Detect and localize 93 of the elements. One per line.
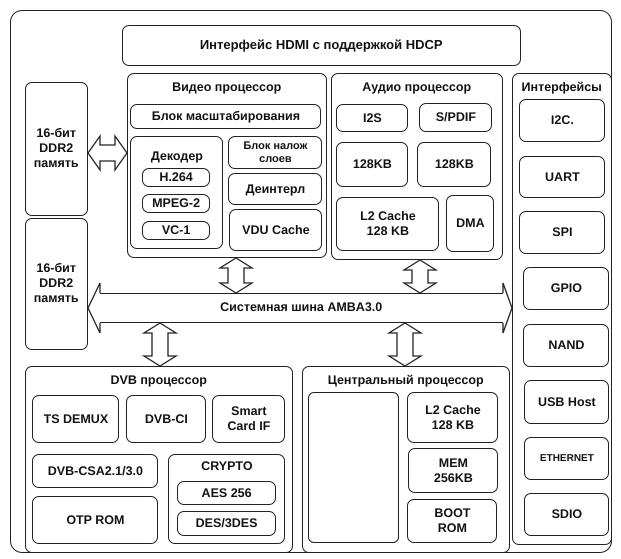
module-box [519,156,606,198]
empty-box [308,392,400,544]
module-label: MEM 256KB [432,456,474,486]
module-box [446,195,494,252]
module-box [524,380,610,424]
bus-label: Системная шина AMBA3.0 [220,300,382,316]
module-box [32,454,158,488]
module-label: DMA [456,216,485,232]
block-title: Центральный процессор [326,372,485,388]
module-box [212,395,286,444]
bus-arrow [502,282,513,334]
module-label: DVB-CI [144,412,188,427]
module-box [407,392,498,444]
module-label: GPIO [550,281,582,296]
module-label: L2 Cache 128 KB [359,209,417,240]
module-label: Деинтерл [246,182,306,197]
group-box [302,366,510,553]
block-arrow [218,257,254,294]
module-box [336,142,408,188]
module-label: 16-бит DDR2 память [32,261,80,306]
block-title: Видео процессор [171,80,282,95]
module-label: BOOT ROM [433,506,472,536]
module-label: VC-1 [162,223,190,238]
group-box [130,136,224,250]
group-box [168,454,286,544]
block-arrow [142,322,178,367]
module-label: TS DEMUX [44,412,108,427]
module-label: VDU Cache [242,222,310,238]
module-label: MPEG-2 [152,196,200,212]
module-label: Smart Card IF [226,404,272,434]
module-box [126,395,206,444]
module-box [32,395,120,444]
group-box [512,72,612,545]
group-box [330,72,503,260]
module-box [524,493,610,536]
module-box [519,211,606,254]
module-box [408,448,498,494]
block-title: DVB процессор [110,372,208,388]
module-box [142,194,210,214]
module-label: OTP ROM [66,512,124,528]
module-box [336,104,408,132]
module-box [32,496,158,544]
module-label: H.264 [159,170,193,186]
bus-arrow [87,282,101,334]
module-box [417,142,492,188]
bus-band [100,292,503,323]
block-title: Аудио процессор [361,80,472,95]
module-label: 16-бит DDR2 память [32,126,80,172]
module-label: DVB-CSA2.1/3.0 [48,464,143,479]
module-label: Блок налож слоев [242,140,308,166]
module-box [336,197,440,252]
block-arrow [87,134,128,172]
module-label: I2C. [550,113,574,128]
module-box [130,104,322,130]
module-label: 128KB [352,157,392,172]
module-label: L2 Cache 128 KB [424,402,482,433]
module-box [122,24,521,66]
module-box [228,136,322,170]
module-box [523,267,610,310]
module-label: S/PDIF [436,110,476,126]
module-box [177,481,276,506]
module-box [523,324,610,368]
module-label: Блок масштабирования [152,109,300,124]
module-label: DES/3DES [196,516,258,532]
module-box [24,82,88,216]
module-label: USB Host [538,394,596,410]
block-title: CRYPTO [200,459,254,474]
module-label: NAND [548,338,584,354]
module-label: Интерфейс HDMI с поддержкой HDCP [200,37,443,53]
module-box [177,511,276,536]
module-label: I2S [362,110,382,126]
module-label: UART [545,170,580,185]
module-label: ETHERNET [540,452,594,465]
module-label: SPI [552,225,572,240]
module-box [229,209,322,252]
module-box [407,499,498,544]
module-label: SDIO [552,507,582,522]
group-box [126,72,327,258]
block-arrow [402,259,438,294]
group-box [24,366,293,553]
empty-box [10,10,612,553]
module-box [419,103,492,132]
block-title: Декодер [150,149,204,164]
module-box [519,99,606,142]
block-arrow [386,322,424,367]
module-box [142,221,210,240]
module-label: 128KB [434,157,474,172]
module-box [228,173,322,206]
module-label: AES 256 [202,486,252,501]
module-box [524,437,610,480]
module-box [142,168,210,188]
module-box [24,218,88,350]
block-title: Интерфейсы [520,80,603,95]
